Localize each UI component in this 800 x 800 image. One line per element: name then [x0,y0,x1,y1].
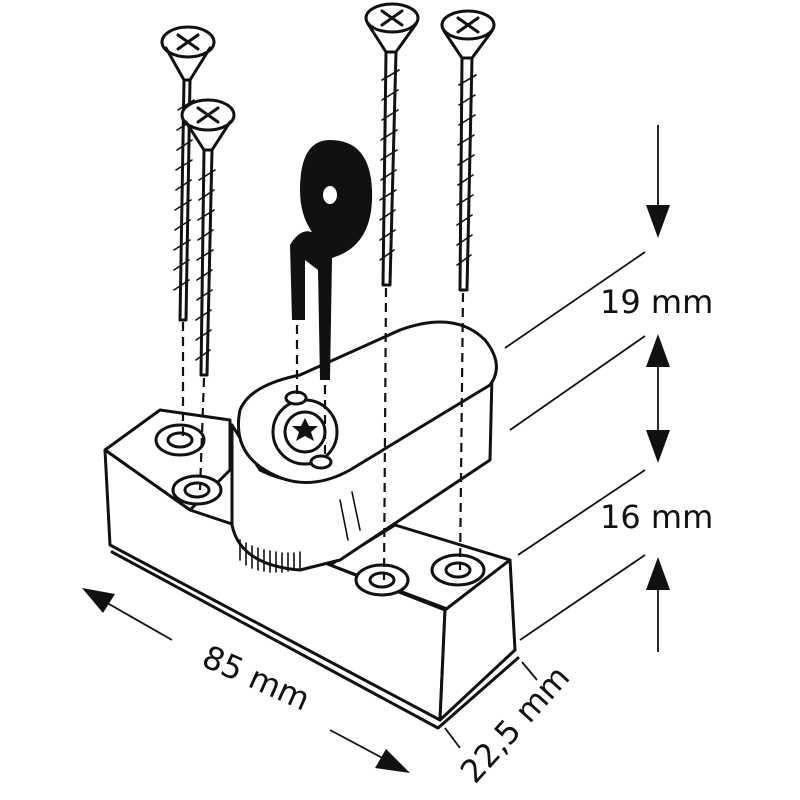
screw-4 [440,9,496,571]
dimension-lines [82,125,670,773]
screw-3 [364,2,420,581]
screw-2 [180,98,236,491]
arrow-up-icon [646,334,670,367]
base-hole-3 [354,563,410,597]
base-hole-1 [154,423,206,457]
brush-seal [239,539,301,573]
dimension-label-19mm: 19 mm [600,283,713,321]
base-hole-2 [171,474,223,506]
base-plate [103,408,520,730]
arrow-down-icon [646,205,670,238]
arrow-left-icon [82,588,115,613]
key [290,140,373,455]
base-hole-4 [430,553,486,587]
lock-body [230,320,498,573]
dimension-label-16mm: 16 mm [600,498,713,536]
key-icon [290,140,373,380]
dimension-label-85mm: 85 mm [197,638,316,719]
arrow-down-icon [646,430,670,463]
torx-keyhole-icon [292,418,318,441]
arrow-up-icon [646,557,670,590]
small-hole-2 [309,454,333,470]
arrow-right-icon [375,749,410,773]
base-end-face [438,558,517,722]
base-bottom-edge [110,550,520,730]
screw-1 [160,25,216,440]
